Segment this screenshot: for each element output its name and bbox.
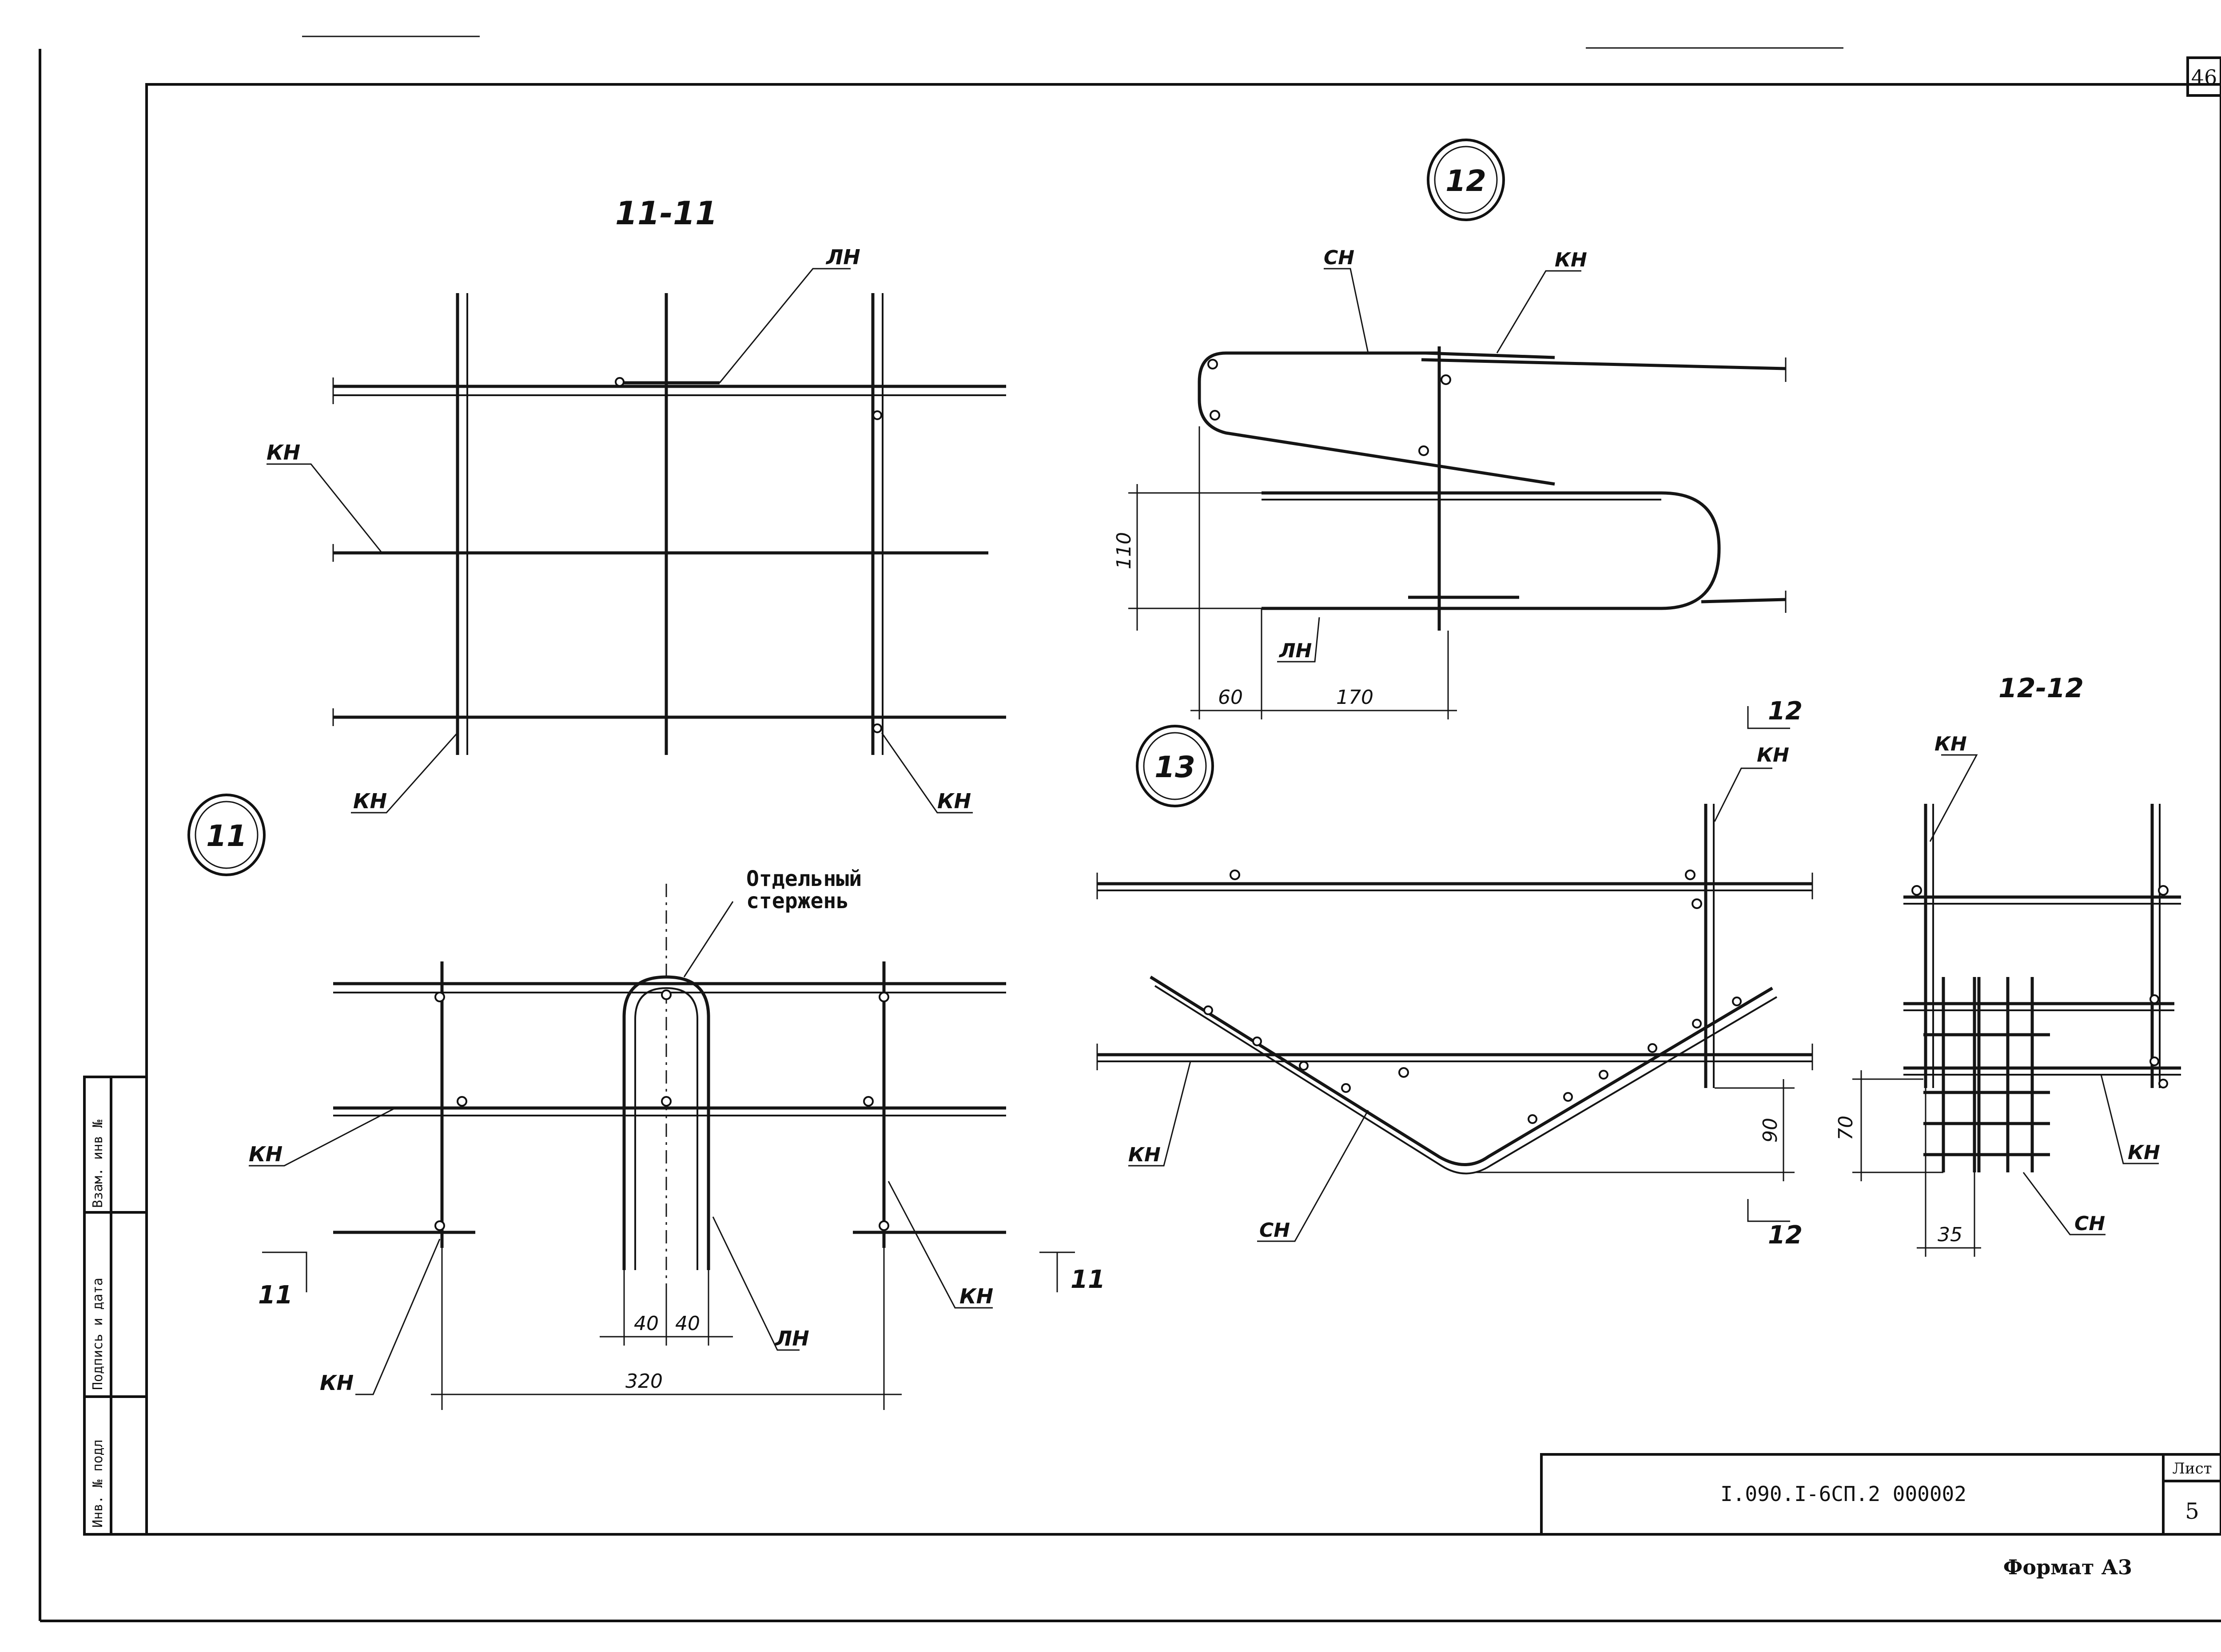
section-11-ln-label: ЛН [825,245,860,269]
sheet-number: 5 [2185,1498,2199,1524]
section-12-view: 12-12 70 [1835,673,2181,1257]
node-13-view: 13 90 12 [1096,697,1813,1250]
node-13-kn-top-label: КН [1757,744,1789,766]
section-12-dim-width: 35 [1938,1223,1962,1246]
sheet-label: Лист [2173,1460,2212,1477]
node-12-ln-label: ЛН [1278,639,1312,662]
node-13-dim-depth: 90 [1759,1118,1782,1143]
node-11-kn-bottom-left-label: КН [320,1371,354,1395]
node-13-cut-bottom: 12 [1768,1221,1803,1250]
section-12-kn-right-label: КН [2128,1141,2160,1164]
node-11-ln-label: ЛН [774,1326,809,1350]
corner-page-box: 46 [2186,56,2221,97]
node-13-sn-label: СН [1259,1219,1290,1242]
node-11-cut-right: 11 [1071,1265,1105,1294]
node-11-dim-total: 320 [625,1370,663,1393]
node-13-number: 13 [1154,750,1195,784]
node-13-kn-left-label: КН [1128,1144,1161,1166]
section-11-view: 11-11 ЛН КН КН КН [267,195,1006,814]
node-11-view: 11 Отдельный стержень 11 11 [187,794,1105,1410]
format-label: Формат А3 [2003,1555,2132,1579]
node-11-cut-left: 11 [258,1281,293,1310]
node-11-callout-line1: Отдельный [746,866,862,891]
title-code: I.090.I-6СП.2 000002 [1720,1482,1966,1506]
node-12-number: 12 [1445,164,1486,198]
node-11-dim-a: 40 [634,1312,659,1335]
stamp-inv-no: Инв. № подл [90,1439,106,1528]
node-12-dim-b: 170 [1336,686,1373,709]
section-12-sn-label: СН [2074,1212,2105,1235]
section-11-kn-bottom-left-label: КН [353,789,387,813]
section-12-dim-height: 70 [1835,1116,1857,1140]
stamp-replace-inv: Взам. инв № [90,1120,106,1208]
section-11-kn-left-label: КН [267,441,300,465]
node-11-kn-bottom-right-label: КН [959,1284,993,1308]
node-11-callout-line2: стержень [746,889,849,913]
title-block: I.090.I-6СП.2 000002 Лист 5 [1540,1453,2221,1536]
node-11-dim-b: 40 [675,1312,700,1335]
node-12-dim-a: 60 [1218,686,1243,709]
node-11-number: 11 [206,819,247,853]
section-11-title: 11-11 [615,195,717,232]
corner-page-number: 46 [2191,65,2217,89]
section-12-kn-top-label: КН [1934,733,1967,755]
section-12-title: 12-12 [1998,673,2084,704]
sheet-frame [39,36,2221,1622]
side-stamp: Взам. инв № Подпись и дата Инв. № подл [83,1076,148,1536]
stamp-sign-date: Подпись и дата [90,1278,106,1390]
node-13-cut-top: 12 [1768,697,1803,726]
node-11-kn-left-label: КН [249,1142,283,1166]
node-12-sn-label: СН [1324,246,1354,269]
node-12-kn-label: КН [1555,249,1587,271]
node-12-dim-height: 110 [1113,532,1135,569]
section-11-kn-bottom-right-label: КН [937,789,971,813]
node-12-view: 12 110 60 170 СН КН ЛН [1113,139,1787,719]
